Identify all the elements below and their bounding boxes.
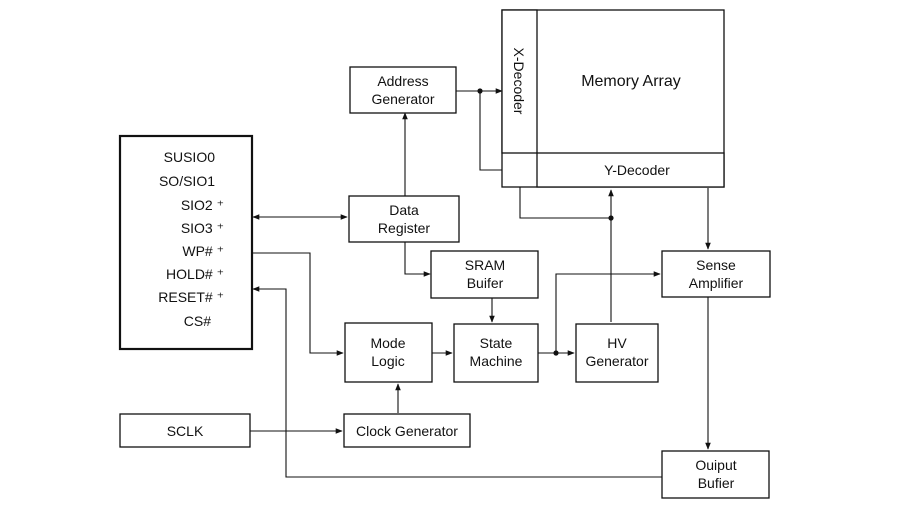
output-buffer-block: Ouiput Bufier — [661, 450, 770, 499]
y-decoder-label: Y-Decoder — [604, 162, 670, 178]
wire-state-sense-amplifier — [555, 271, 661, 353]
sense-amplifier-block: Sense Amplifier — [661, 250, 771, 298]
address-generator-label-2: Generator — [371, 91, 434, 107]
pin-susio0: SUSIO0 — [164, 149, 216, 165]
pin-wp: WP# ⁺ — [182, 243, 224, 259]
pin-so-sio1: SO/SIO1 — [159, 173, 215, 189]
sram-buffer-label-2: Buifer — [467, 275, 504, 291]
state-machine-label-1: State — [480, 335, 513, 351]
hv-generator-block: HV Generator — [575, 323, 659, 383]
pin-cs: CS# — [184, 313, 211, 329]
pin-hold: HOLD# ⁺ — [166, 266, 224, 282]
wire-output-pins — [252, 286, 662, 478]
memory-array-label: Memory Array — [581, 73, 681, 90]
address-generator-label-1: Address — [377, 73, 428, 89]
data-register-label-2: Register — [378, 220, 430, 236]
pin-reset: RESET# ⁺ — [158, 289, 224, 305]
sense-amplifier-label-2: Amplifier — [689, 275, 744, 291]
hv-generator-label-1: HV — [607, 335, 627, 351]
pin-sio2: SIO2 ⁺ — [181, 197, 224, 213]
pin-block: SUSIO0 SO/SIO1 SIO2 ⁺ SIO3 ⁺ WP# ⁺ HOLD#… — [118, 134, 254, 351]
sclk-block: SCLK — [119, 413, 251, 448]
output-buffer-label-2: Bufier — [698, 475, 735, 491]
clock-generator-block: Clock Generator — [343, 413, 471, 448]
output-buffer-label-1: Ouiput — [695, 457, 736, 473]
sram-buffer-block: SRAM Buifer — [430, 250, 539, 299]
data-register-label-1: Data — [389, 202, 419, 218]
sram-buffer-label-1: SRAM — [465, 257, 505, 273]
mode-logic-label-2: Logic — [371, 353, 404, 369]
mode-logic-label-1: Mode — [370, 335, 405, 351]
state-machine-label-2: Machine — [470, 353, 523, 369]
pin-sio3: SIO3 ⁺ — [181, 220, 224, 236]
hv-generator-label-2: Generator — [585, 353, 648, 369]
wire-wp-mode-logic — [253, 252, 344, 356]
clock-generator-label: Clock Generator — [356, 423, 458, 439]
state-machine-block: State Machine — [453, 323, 539, 383]
data-register-block: Data Register — [348, 195, 460, 243]
memory-array-group: Memory Array Y-Decoder X-Decoder — [501, 9, 725, 188]
x-decoder-block — [501, 9, 538, 154]
sclk-label: SCLK — [167, 423, 204, 439]
x-decoder-label: X-Decoder — [511, 48, 527, 115]
sense-amplifier-label-1: Sense — [696, 257, 736, 273]
address-generator-block: Address Generator — [349, 66, 457, 114]
y-decoder-block — [536, 152, 725, 188]
wire-data-register-sram — [404, 242, 431, 277]
mode-logic-block: Mode Logic — [344, 322, 433, 383]
